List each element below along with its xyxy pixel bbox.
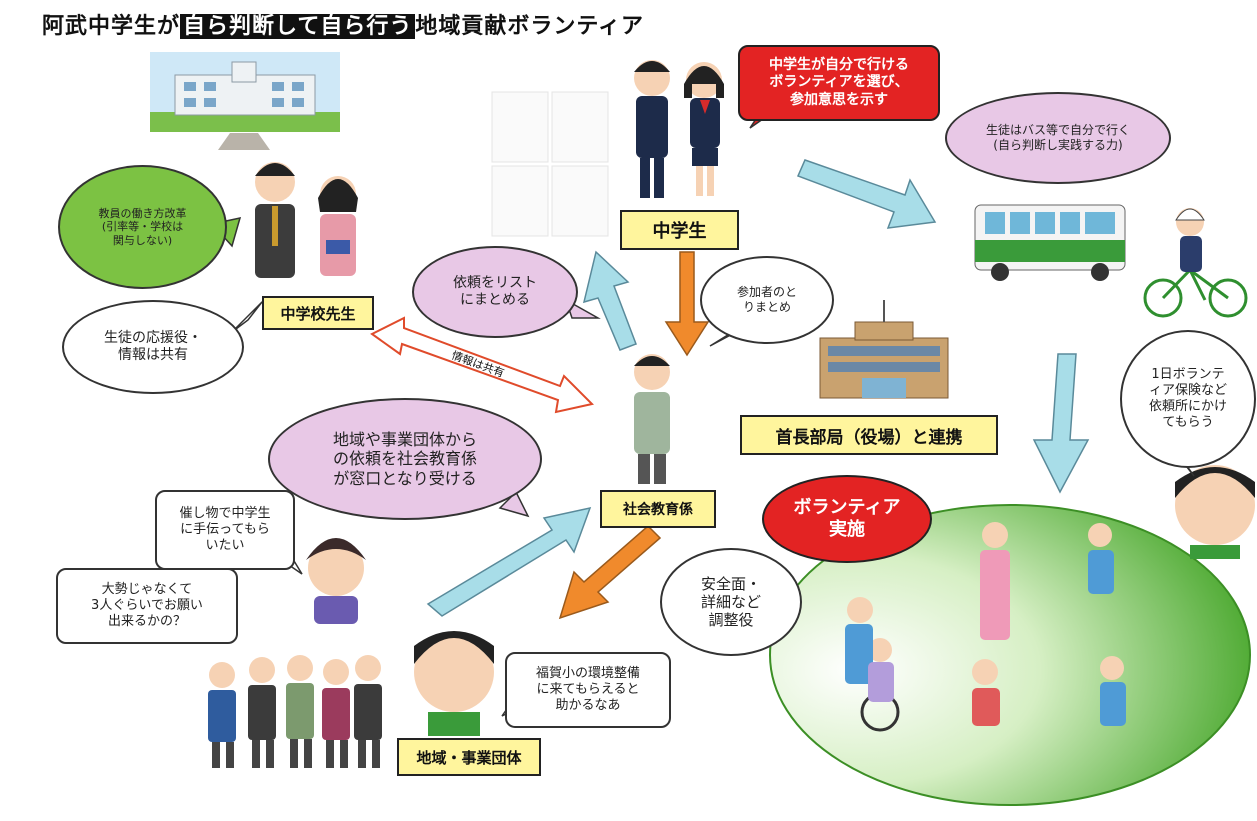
coordinate-participants-bubble: 参加者のと りまとめ [700,256,834,344]
request-list-sheets-icon [491,91,609,237]
community-box: 地域・事業団体 [397,738,541,776]
teachers-icon [255,162,358,278]
page-title: 阿武中学生が自ら判断して自ら行う地域貢献ボランティア [42,8,644,40]
volunteer-event-badge: ボランティア 実施 [762,475,932,563]
teacher-reform-bubble: 教員の働き方改革 (引率等・学校は 関与しない) [58,165,227,289]
school-environment-bubble: 福賀小の環境整備 に来てもらえると 助かるなあ [505,652,671,728]
arrow-community-to-staff [426,506,592,617]
title-highlight: 自ら判断して自ら行う [180,14,416,39]
community-people-icon [208,655,382,768]
resident-face-icon [414,631,494,736]
bus-bubble: 生徒はバス等で自分で行く (自ら判断し実践する力) [945,92,1171,184]
school-building-icon [150,52,340,150]
students-choose-bubble: 中学生が自分で行ける ボランティアを選び、 参加意思を示す [738,45,940,121]
teachers-box: 中学校先生 [262,296,374,330]
arrow-bus-to-field [1032,353,1090,494]
event-help-bubble: 催し物で中学生 に手伝ってもら いたい [155,490,295,570]
elderly-woman-icon [306,538,366,624]
arrow-staff-to-students [582,250,637,351]
title-prefix: 阿武中学生が [42,14,181,39]
insurance-bubble: 1日ボランテ ィア保険など 依頼所にかけ てもらう [1120,330,1256,468]
arrow-staff-to-community [558,524,662,620]
small-group-bubble: 大勢じゃなくて 3人ぐらいでお願い 出来るかの？ [56,568,238,644]
arrow-students-to-staff [664,251,710,357]
social-education-box: 社会教育係 [600,490,716,528]
safety-bubble: 安全面・ 詳細など 調整役 [660,548,802,656]
cyclist-icon [1143,208,1248,318]
students-icon [634,60,724,198]
coordinator-face-icon [1175,465,1255,559]
arrow-info-shared [370,316,594,414]
volunteer-activity-icon [845,522,1126,732]
title-suffix: 地域貢献ボランティア [415,14,645,39]
arrow-students-to-bus [796,159,937,229]
list-requests-bubble: 依頼をリスト にまとめる [412,246,578,338]
volunteer-field [769,504,1251,806]
community-requests-bubble: 地域や事業団体から の依頼を社会教育係 が窓口となり受ける [268,398,542,520]
students-box: 中学生 [620,210,739,250]
town-hall-box: 首長部局（役場）と連携 [740,415,998,455]
staff-member-icon [634,354,670,484]
bus-icon [974,204,1126,281]
teacher-support-bubble: 生徒の応援役・ 情報は共有 [62,300,244,394]
town-hall-icon [819,300,949,399]
